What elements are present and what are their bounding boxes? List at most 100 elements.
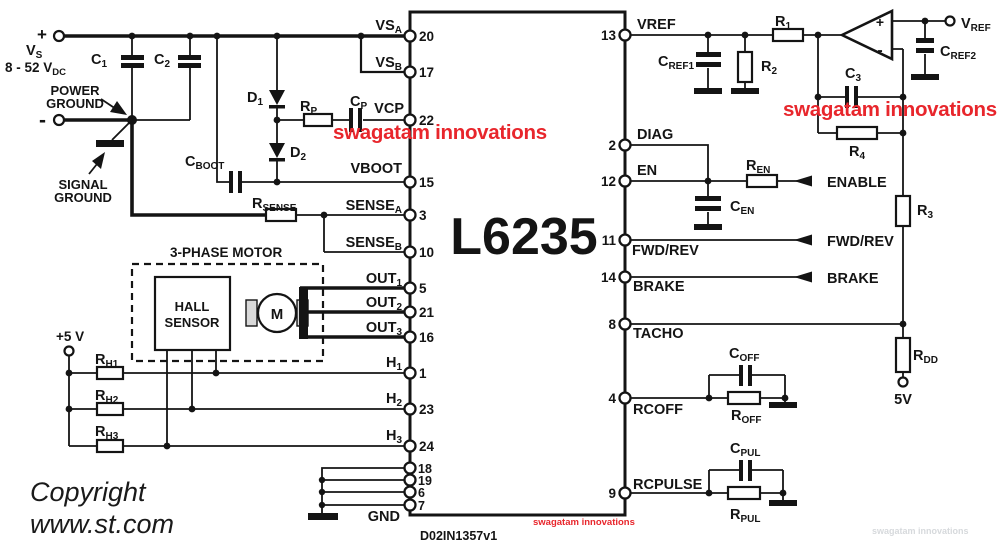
hall-sensor-label: HALL xyxy=(175,299,210,314)
svg-text:VREF: VREF xyxy=(637,17,676,33)
watermark-bottom: swagatam innovations xyxy=(533,517,635,528)
svg-text:SENSEA: SENSEA xyxy=(346,198,402,216)
motor-symbol xyxy=(256,292,298,334)
svg-text:H2: H2 xyxy=(386,391,402,409)
cap-cp xyxy=(349,108,353,132)
right-side-labels: R1 CREF1 R2 C3 R4 VREF CREF2 REN ENABLE … xyxy=(658,14,991,525)
resistor-r2 xyxy=(736,50,754,84)
vs-label: VS xyxy=(26,43,43,61)
svg-text:2: 2 xyxy=(608,138,616,153)
vref-terminal xyxy=(944,15,956,27)
svg-text:8: 8 xyxy=(608,317,616,332)
roff-label: ROFF xyxy=(731,408,761,426)
svg-text:18: 18 xyxy=(418,462,432,476)
pin-10-senseb xyxy=(403,245,417,259)
cref1-label: CREF1 xyxy=(658,54,694,72)
resistor-r3 xyxy=(894,194,912,228)
plus5v-label: +5 V xyxy=(56,329,84,344)
svg-text:RCOFF: RCOFF xyxy=(633,402,683,418)
cp-label: CP xyxy=(350,94,367,112)
svg-text:VBOOT: VBOOT xyxy=(350,161,402,177)
plus-sign: + xyxy=(37,25,47,44)
r1-label: R1 xyxy=(775,14,791,32)
left-pin-numbers: 20 17 22 15 3 10 5 21 16 1 23 24 18 19 6… xyxy=(418,29,435,513)
cap-cpul xyxy=(739,460,743,481)
svg-text:H1: H1 xyxy=(386,355,402,373)
diode-d2 xyxy=(269,143,285,158)
cref1-ground xyxy=(694,88,722,94)
svg-text:EN: EN xyxy=(637,163,657,179)
cap-cen xyxy=(695,196,721,201)
junction-dots xyxy=(65,17,929,509)
svg-text:5: 5 xyxy=(419,281,427,296)
left-side-labels: + - VS 8 - 52 VDC POWER GROUND SIGNAL GR… xyxy=(5,25,367,442)
resistor-rpul xyxy=(726,485,762,501)
5v-terminal xyxy=(897,376,909,388)
ren-label: REN xyxy=(746,158,770,176)
5v-label: 5V xyxy=(894,392,912,408)
ic-pins xyxy=(403,28,632,512)
svg-text:23: 23 xyxy=(419,402,435,417)
cref2-ground xyxy=(911,74,939,80)
resistor-roff xyxy=(726,390,762,406)
right-pin-labels: VREF DIAG EN FWD/REV BRAKE TACHO RCOFF R… xyxy=(632,17,703,493)
signal-ground-arrowhead xyxy=(92,152,105,169)
resistor-ren xyxy=(745,173,779,189)
diodes xyxy=(269,90,285,162)
svg-text:12: 12 xyxy=(601,174,616,189)
opamp-minus: - xyxy=(877,42,882,59)
resistors xyxy=(95,27,912,501)
c3-label: C3 xyxy=(845,66,861,84)
pin-8-tacho xyxy=(618,317,632,331)
watermark-faint: swagatam innovations xyxy=(872,526,969,536)
copyright-line2: www.st.com xyxy=(30,509,174,539)
r2-label: R2 xyxy=(761,59,777,77)
watermark-right: swagatam innovations xyxy=(783,98,997,121)
r2-ground xyxy=(731,88,759,94)
rh3-label: RH3 xyxy=(95,424,119,442)
c2-label: C2 xyxy=(154,52,170,70)
opamp-symbol xyxy=(838,8,894,62)
resistor-rp xyxy=(302,112,334,128)
pin-4-rcoff xyxy=(618,391,632,405)
resistor-rh3 xyxy=(95,438,125,454)
rpul-ground xyxy=(769,500,797,506)
c1-label: C1 xyxy=(91,52,107,70)
pin-13-vref xyxy=(618,28,632,42)
power-wires xyxy=(64,34,410,339)
svg-text:15: 15 xyxy=(419,175,435,190)
cap-cref1 xyxy=(696,52,721,57)
cpul-label: CPUL xyxy=(730,441,760,459)
ground-symbols xyxy=(96,74,939,520)
svg-text:H3: H3 xyxy=(386,428,402,446)
pin-17-vsb xyxy=(403,65,417,79)
input-arrows xyxy=(88,98,812,283)
resistor-rh2 xyxy=(95,401,125,417)
pin-5-out1 xyxy=(403,281,417,295)
resistor-r4 xyxy=(835,125,879,141)
resistor-rsense xyxy=(264,207,298,223)
svg-text:SENSEB: SENSEB xyxy=(346,235,402,253)
pin-6 xyxy=(403,485,417,499)
resistor-rdd xyxy=(894,336,912,374)
signal-ground-label: SIGNAL xyxy=(58,177,107,192)
drawing-code: D02IN1357v1 xyxy=(420,529,497,542)
hall-sensor-box xyxy=(153,275,232,352)
pin-7 xyxy=(403,498,417,512)
cap-cref2 xyxy=(916,38,934,43)
cref2-label: CREF2 xyxy=(940,44,976,62)
terminals xyxy=(52,15,956,388)
svg-text:OUT1: OUT1 xyxy=(366,271,403,289)
motor-mount-left xyxy=(245,299,258,327)
svg-text:FWD/REV: FWD/REV xyxy=(632,243,699,259)
signal-wires xyxy=(68,20,946,513)
fwdrev-label: FWD/REV xyxy=(827,234,894,250)
d1-label: D1 xyxy=(247,90,263,108)
pin-20-vsa xyxy=(403,29,417,43)
r3-label: R3 xyxy=(917,203,933,221)
cboot-label: CBOOT xyxy=(185,154,224,172)
svg-text:11: 11 xyxy=(602,233,617,248)
ic-gnd-ground xyxy=(308,513,338,520)
rp-label: RP xyxy=(300,99,317,117)
brake-label: BRAKE xyxy=(827,271,879,287)
